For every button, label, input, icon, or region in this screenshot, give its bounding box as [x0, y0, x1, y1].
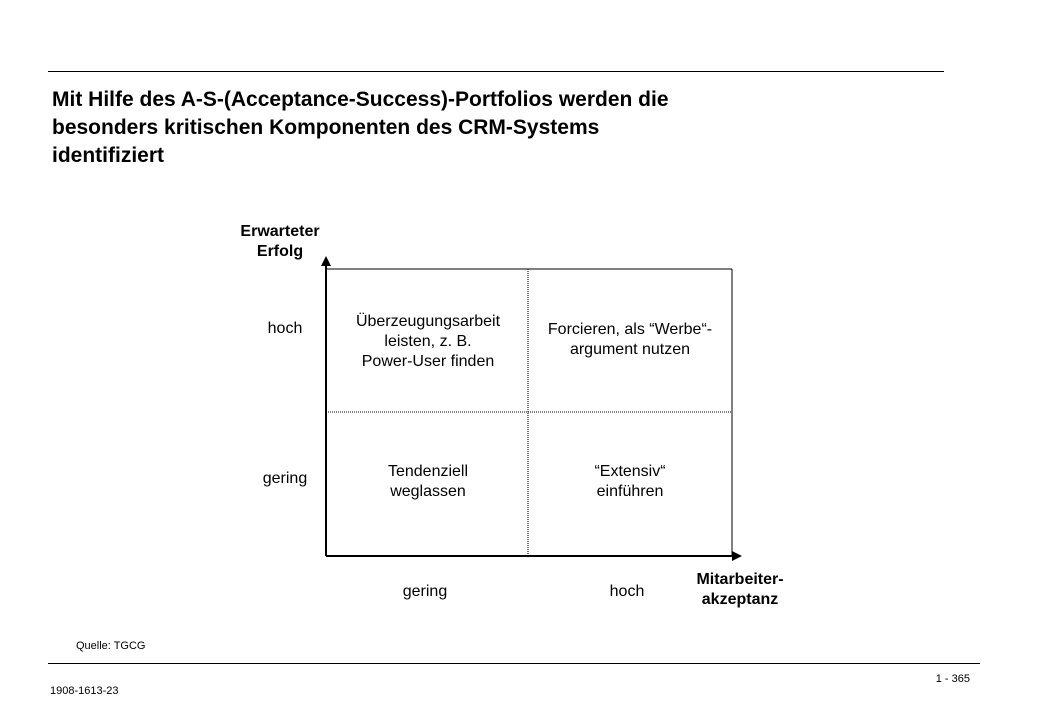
y-axis [321, 256, 331, 556]
y-axis-arrow-icon [321, 256, 331, 266]
y-axis-title-line: Erfolg [256, 243, 304, 260]
x-axis [326, 551, 742, 561]
page-number: 1 - 365 [935, 673, 970, 685]
top-rule [48, 71, 944, 72]
source-note: Quelle: TGCG [76, 640, 146, 652]
cell-text-line: Power-User finden [361, 353, 495, 370]
cell-text-line: argument nutzen [569, 341, 691, 358]
cell-text-line: leisten, z. B. [384, 333, 472, 350]
page-title-line: besonders kritischen Komponenten des CRM… [52, 116, 600, 139]
cell-bottom-left: Tendenziell weglassen [328, 462, 528, 502]
y-level-high: hoch [267, 320, 303, 337]
x-axis-title: Mitarbeiter- akzeptanz [680, 570, 800, 610]
page-title: Mit Hilfe des A-S-(Acceptance-Success)-P… [52, 86, 812, 170]
portfolio-grid [326, 268, 733, 556]
y-level-low: gering [262, 470, 308, 487]
cell-text-line: Forcieren, als “Werbe“- [547, 321, 713, 338]
x-axis-title-line: akzeptanz [701, 591, 779, 608]
cell-text-line: Tendenziell [387, 463, 469, 480]
cell-bottom-right: “Extensiv“ einführen [528, 462, 732, 502]
cell-text-line: Überzeugungsarbeit [355, 313, 501, 330]
cell-text-line: einführen [596, 483, 664, 500]
y-axis-title: Erwarteter Erfolg [220, 222, 340, 262]
document-id: 1908-1613-23 [50, 685, 119, 697]
x-axis-arrow-icon [732, 551, 742, 561]
bottom-rule [48, 663, 980, 664]
x-level-low: gering [402, 583, 448, 600]
cell-top-right: Forcieren, als “Werbe“- argument nutzen [528, 320, 732, 360]
cell-text-line: “Extensiv“ [594, 463, 666, 480]
page-title-line: identifiziert [52, 144, 165, 167]
cell-text-line: weglassen [390, 483, 466, 500]
x-axis-title-line: Mitarbeiter- [696, 571, 784, 588]
x-level-high: hoch [609, 583, 645, 600]
cell-top-left: Überzeugungsarbeit leisten, z. B. Power-… [328, 312, 528, 372]
page-title-line: Mit Hilfe des A-S-(Acceptance-Success)-P… [52, 88, 669, 111]
y-axis-title-line: Erwarteter [240, 223, 320, 240]
